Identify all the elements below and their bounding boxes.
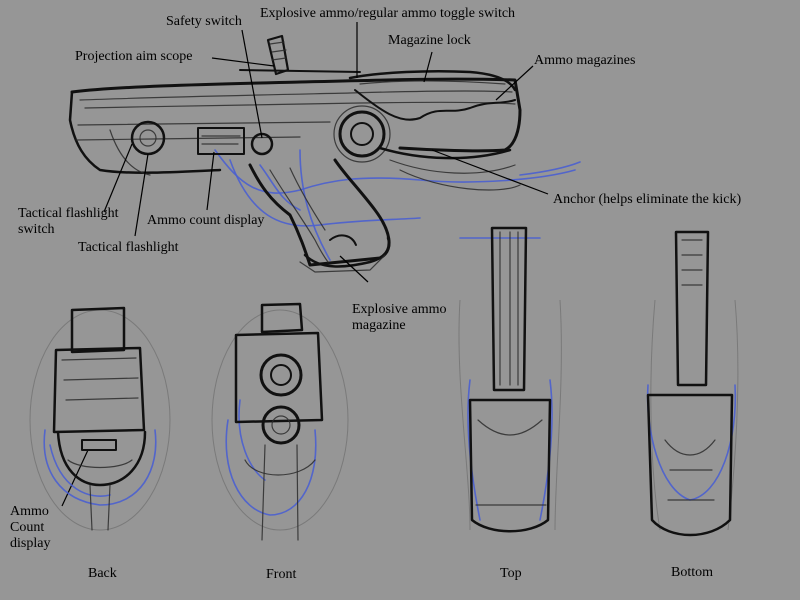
label-explosive-magazine: Explosive ammo magazine [352,302,447,334]
side-view-gun [68,34,581,273]
label-back-ammo-count-line1: Ammo [10,504,49,519]
label-flashlight-switch: Tactical flashlight switch [18,206,118,238]
label-ammo-count-display: Ammo count display [147,213,265,228]
view-label-bottom: Bottom [671,565,714,580]
label-explosive-magazine-line2: magazine [352,318,406,333]
label-back-ammo-count-line2: Count [10,520,45,535]
view-label-back: Back [88,566,117,581]
back-view [29,306,171,531]
label-toggle-switch: Explosive ammo/regular ammo toggle switc… [260,6,516,21]
label-ammo-magazines: Ammo magazines [534,53,636,68]
label-projection-scope: Projection aim scope [75,49,193,64]
bottom-view [646,230,739,537]
label-flashlight-switch-line1: Tactical flashlight [18,206,119,221]
leader-lines [61,22,549,507]
label-anchor: Anchor (helps eliminate the kick) [553,192,742,207]
view-label-top: Top [500,566,522,581]
top-view [458,226,562,533]
label-explosive-magazine-line1: Explosive ammo [352,302,447,317]
view-label-front: Front [266,567,297,582]
label-magazine-lock: Magazine lock [388,33,471,48]
front-view [211,302,349,541]
label-back-ammo-count: Ammo Count display [10,504,50,552]
label-flashlight-switch-line2: switch [18,222,55,237]
label-tactical-flashlight: Tactical flashlight [78,240,179,255]
label-safety-switch: Safety switch [166,14,242,29]
label-back-ammo-count-line3: display [10,536,51,551]
